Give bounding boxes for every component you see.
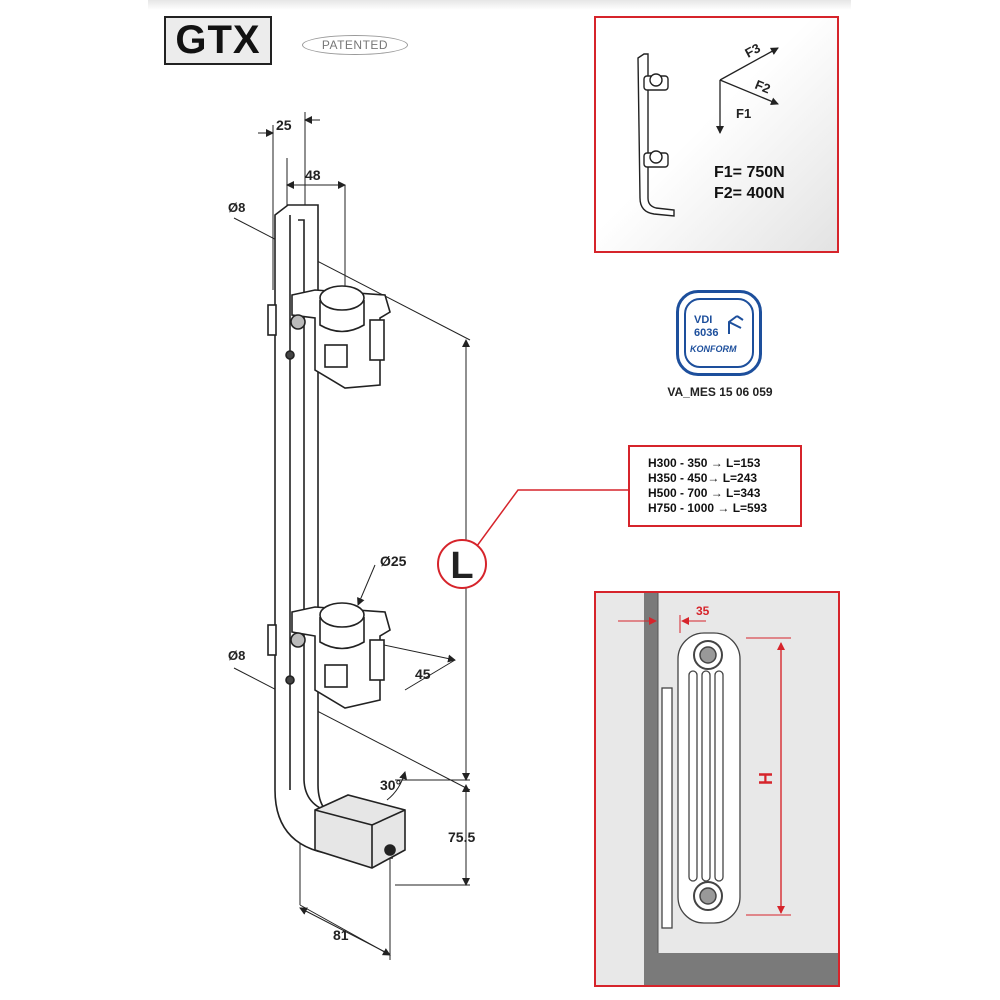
installation-panel: 35 H <box>594 591 840 987</box>
length-row: H300 - 350 → L=153 <box>648 456 761 470</box>
installation-drawing: 35 H <box>596 593 838 985</box>
vdi-certification-badge: VDI 6036 KONFORM <box>676 290 762 376</box>
force-label-f2: F2 <box>753 77 773 97</box>
length-row: H500 - 700 → L=343 <box>648 486 761 500</box>
dim-clamp-depth: 45 <box>415 666 431 682</box>
vdi-inner-frame: VDI 6036 KONFORM <box>684 298 754 368</box>
lower-pipe-clamp <box>290 602 391 709</box>
force-f2-value: F2= 400N <box>714 185 785 202</box>
top-shade <box>148 0 851 10</box>
patent-badge: PATENTED <box>302 35 408 55</box>
vdi-line3: KONFORM <box>690 344 737 354</box>
force-label-f3: F3 <box>742 40 762 60</box>
vdi-line2: 6036 <box>694 327 719 339</box>
dim-clamp-diameter: Ø25 <box>380 553 407 569</box>
length-marker: L <box>450 545 473 587</box>
radiator-height-label: H <box>756 772 776 785</box>
length-leader-line <box>462 489 628 566</box>
patent-label: PATENTED <box>321 38 389 52</box>
force-label-f1: F1 <box>736 106 751 121</box>
vdi-line1: VDI <box>694 314 713 326</box>
vdi-mark-icon <box>728 315 744 334</box>
length-row: H350 - 450→ L=243 <box>648 471 758 485</box>
dim-angle: 30° <box>380 777 401 793</box>
length-row: H750 - 1000 → L=593 <box>648 501 768 515</box>
dim-hole-top: Ø8 <box>228 200 245 215</box>
wall-offset-dimension: 35 <box>696 604 710 618</box>
dim-top-width: 25 <box>276 117 292 133</box>
bracket-foot <box>314 794 406 869</box>
product-code: GTX <box>175 18 261 62</box>
load-forces-panel: F3 F2 F1 F1= 750N F2= 400N <box>594 16 839 253</box>
dim-foot-height: 75.5 <box>448 829 475 845</box>
length-marker-circle <box>437 539 487 589</box>
dim-offset: 48 <box>305 167 321 183</box>
product-code-box: GTX <box>164 16 272 65</box>
dim-foot-length: 81 <box>333 927 349 943</box>
force-f1-value: F1= 750N <box>714 164 785 181</box>
length-table: H300 - 350 → L=153 H350 - 450→ L=243 H50… <box>628 445 802 527</box>
upper-pipe-clamp <box>290 285 391 389</box>
dim-hole-bottom: Ø8 <box>228 648 245 663</box>
mini-bracket-drawing: F3 F2 F1 <box>637 40 779 217</box>
vdi-reference: VA_MES 15 06 059 <box>667 385 773 399</box>
